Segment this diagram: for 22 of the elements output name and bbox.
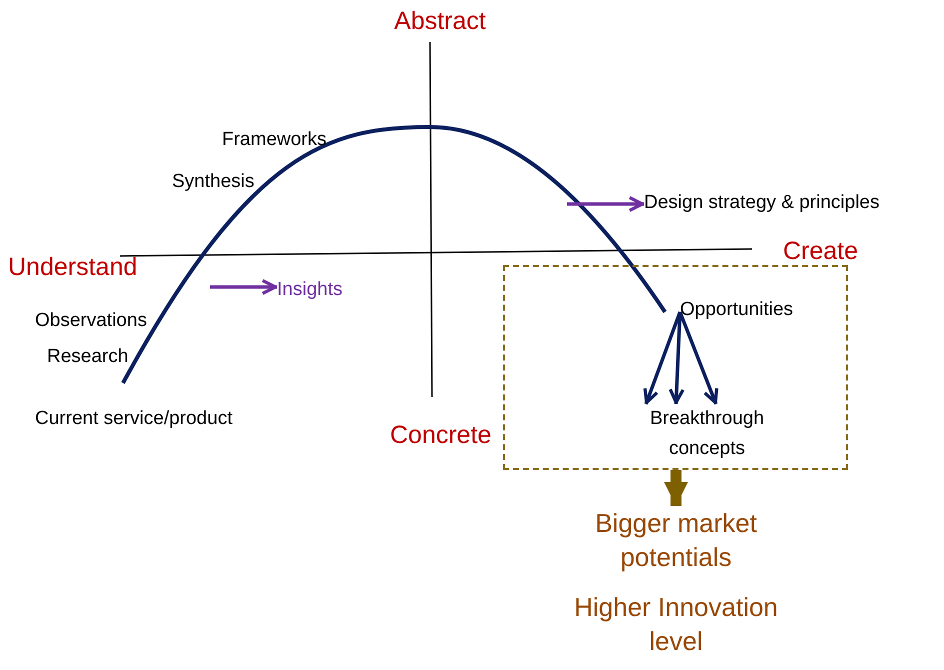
axis-label: Understand — [8, 252, 138, 283]
arrow — [210, 279, 277, 295]
concept-text: Breakthrough concepts — [627, 404, 787, 464]
arrow — [643, 311, 682, 405]
stage-label: Observations — [35, 309, 147, 333]
arrow — [668, 312, 685, 404]
design-strategy-text: Design strategy & principles — [644, 191, 880, 215]
arrow — [664, 470, 688, 506]
axis-label: Abstract — [394, 6, 486, 37]
stage-label: Current service/product — [35, 407, 232, 431]
arrow — [567, 196, 644, 212]
insight-text: Insights — [277, 278, 342, 302]
dashed-frame — [503, 265, 848, 470]
stage-label: Frameworks — [222, 128, 327, 152]
stage-label: Synthesis — [172, 170, 254, 194]
outcome-text: Bigger market potentials — [556, 506, 796, 574]
axis-label: Create — [783, 236, 858, 267]
stage-label: Research — [47, 345, 128, 369]
opportunity-text: Opportunities — [680, 298, 794, 322]
axis-label: Concrete — [390, 420, 492, 451]
outcome-text: Higher Innovation level — [573, 591, 779, 658]
arrow — [678, 311, 718, 405]
